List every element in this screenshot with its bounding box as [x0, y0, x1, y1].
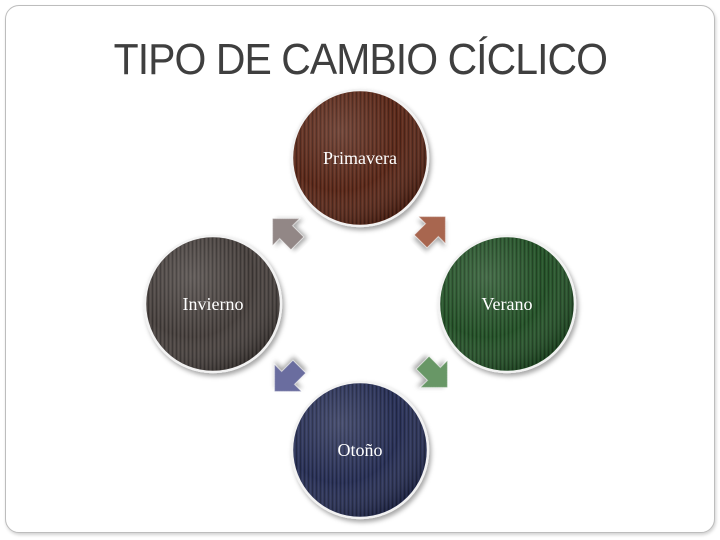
arrow-verano-to-otono — [415, 355, 448, 388]
node-label-invierno: Invierno — [183, 294, 244, 314]
node-label-otono: Otoño — [338, 440, 383, 460]
node-label-verano: Verano — [482, 294, 533, 314]
arrow-primavera-to-verano — [413, 216, 446, 249]
node-verano: Verano — [437, 234, 577, 374]
slide-title: TIPO DE CAMBIO CÍCLICO — [113, 35, 608, 84]
arrow-invierno-to-primavera — [272, 218, 305, 251]
node-invierno: Invierno — [143, 234, 283, 374]
node-label-primavera: Primavera — [323, 148, 397, 168]
node-otono: Otoño — [290, 380, 430, 520]
arrow-otono-to-invierno — [274, 359, 307, 392]
arrows-layer — [272, 216, 448, 392]
node-primavera: Primavera — [290, 88, 430, 228]
